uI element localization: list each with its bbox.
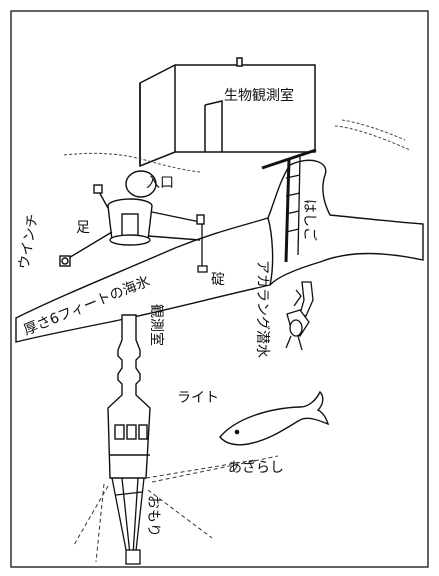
label-legs: 足 xyxy=(76,220,90,236)
light-rays xyxy=(73,455,279,563)
label-biology-hut: 生物観測室 xyxy=(224,87,294,104)
seal xyxy=(219,390,330,446)
label-observation-room: 観測室 xyxy=(148,304,165,346)
diver xyxy=(285,281,314,351)
sea-ice-sheet xyxy=(15,159,424,343)
observation-tube xyxy=(107,314,151,479)
label-winch: ウインチ xyxy=(16,213,41,271)
label-ladder: はしご xyxy=(301,199,317,241)
biology-hut xyxy=(139,57,316,168)
anchor-cable xyxy=(197,224,208,273)
weight-legs xyxy=(111,477,145,561)
label-weight: おもり xyxy=(145,495,161,537)
label-light: ライト xyxy=(177,390,219,406)
ladder xyxy=(261,148,317,263)
label-diver: アカラング潜水 xyxy=(254,260,270,358)
label-entrance: 入口 xyxy=(146,175,174,191)
weight-block xyxy=(125,549,141,565)
frame-border xyxy=(10,10,429,568)
snow-surface-lines xyxy=(63,119,411,173)
entrance-structure xyxy=(59,170,205,267)
label-seal: あざらし xyxy=(228,459,284,476)
label-anchor: 碇 xyxy=(211,272,225,288)
